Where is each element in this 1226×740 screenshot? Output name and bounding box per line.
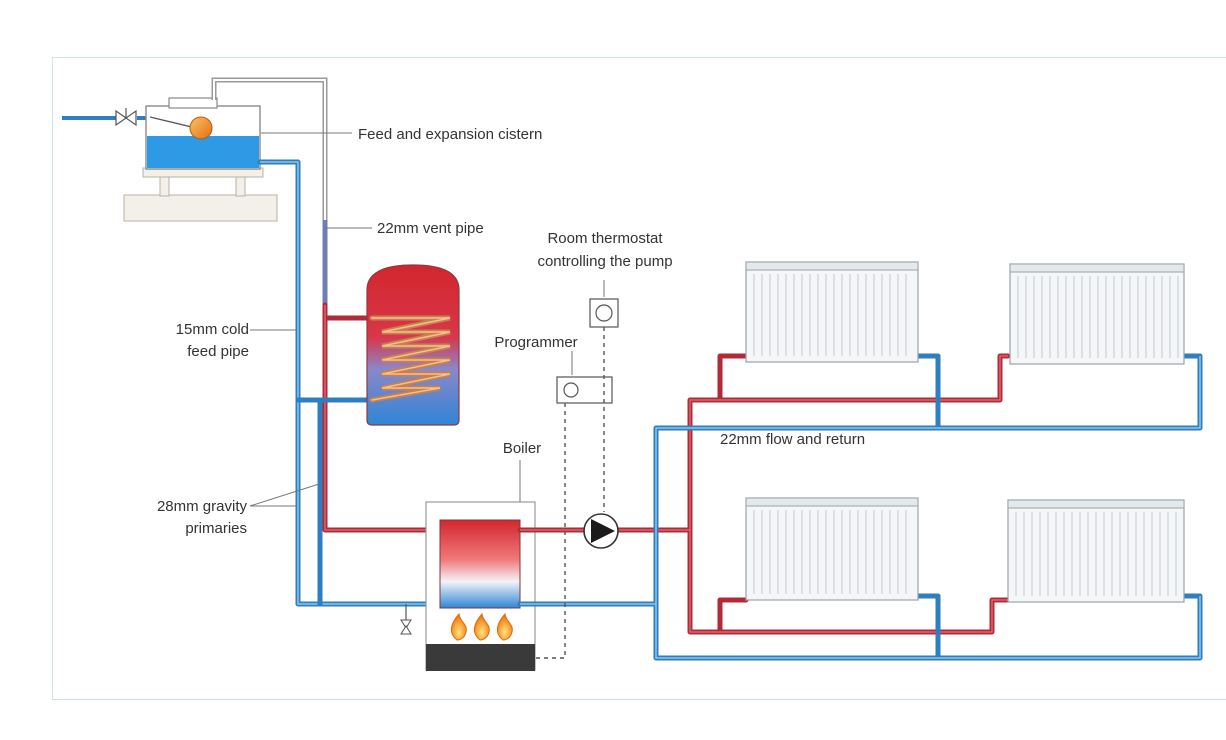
feed-expansion-cistern — [145, 97, 261, 170]
boiler-label: Boiler — [503, 440, 541, 457]
vent-pipe-label: 22mm vent pipe — [377, 220, 484, 237]
cold-feed-pipe — [257, 159, 443, 607]
programmer-label: Programmer — [494, 334, 577, 351]
vent-pipe — [211, 77, 328, 305]
control-wiring — [535, 327, 605, 659]
room-thermostat-label-line1: Room thermostat — [547, 230, 663, 247]
hot-water-cylinder — [366, 264, 460, 426]
diagram-frame — [52, 57, 1226, 700]
return-pipe — [517, 353, 1203, 661]
pumped-flow-pipe — [517, 353, 1011, 635]
gravity-primaries-label-line2: primaries — [185, 520, 247, 537]
gravity-primary-return — [295, 397, 373, 607]
programmer-icon — [556, 376, 613, 404]
circulating-pump-icon — [583, 513, 619, 549]
cold-feed-label-line1: 15mm cold — [176, 321, 249, 338]
leader-lines — [249, 132, 605, 507]
boiler — [425, 501, 536, 671]
stop-valve-icon — [115, 108, 137, 127]
radiator-top-right — [1009, 263, 1185, 365]
radiator-bottom-right — [1007, 499, 1185, 603]
burner-flames-icon — [450, 612, 513, 641]
radiator-bottom-left — [745, 497, 919, 601]
radiator-top-left — [745, 261, 919, 363]
room-thermostat-label-line2: controlling the pump — [537, 253, 672, 270]
gravity-primaries-label-line1: 28mm gravity — [157, 498, 248, 515]
gravity-primary-flow — [322, 302, 443, 533]
cistern-stand — [123, 167, 278, 222]
drain-cock-icon — [400, 604, 412, 635]
flow-return-label: 22mm flow and return — [720, 431, 865, 448]
feed-cistern-label: Feed and expansion cistern — [358, 126, 542, 143]
room-thermostat-icon — [589, 298, 619, 328]
cold-feed-label-line2: feed pipe — [187, 343, 249, 360]
